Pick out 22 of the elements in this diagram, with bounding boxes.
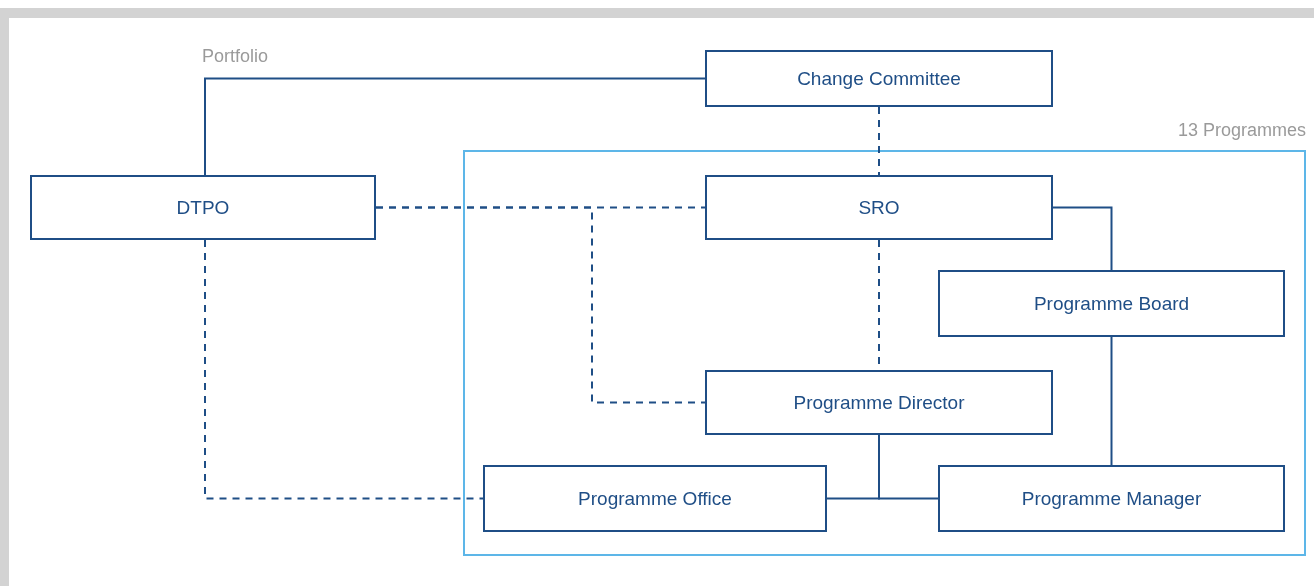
connector-line — [204, 77, 706, 176]
role-box — [705, 50, 1053, 107]
connector-line — [878, 434, 939, 500]
box-label: Programme Office — [578, 487, 732, 510]
role-box — [705, 370, 1053, 435]
role-box — [938, 465, 1285, 532]
role-box — [938, 270, 1285, 337]
role-box — [30, 175, 376, 240]
box-label: DTPO — [176, 196, 230, 219]
connector-line — [878, 106, 880, 176]
box-label: Programme Manager — [1021, 487, 1202, 510]
role-box — [705, 175, 1053, 240]
box-label: Programme Board — [1033, 292, 1190, 315]
connector-line — [1052, 206, 1113, 271]
connector-line — [204, 239, 484, 500]
box-label: Change Committee — [797, 67, 961, 90]
connector-line — [375, 206, 706, 404]
group-heading: 13 Programmes — [1177, 120, 1306, 141]
box-label: Programme Director — [793, 391, 965, 414]
role-box — [483, 465, 827, 532]
box-label: SRO — [858, 196, 900, 219]
connector-line — [1110, 336, 1113, 466]
